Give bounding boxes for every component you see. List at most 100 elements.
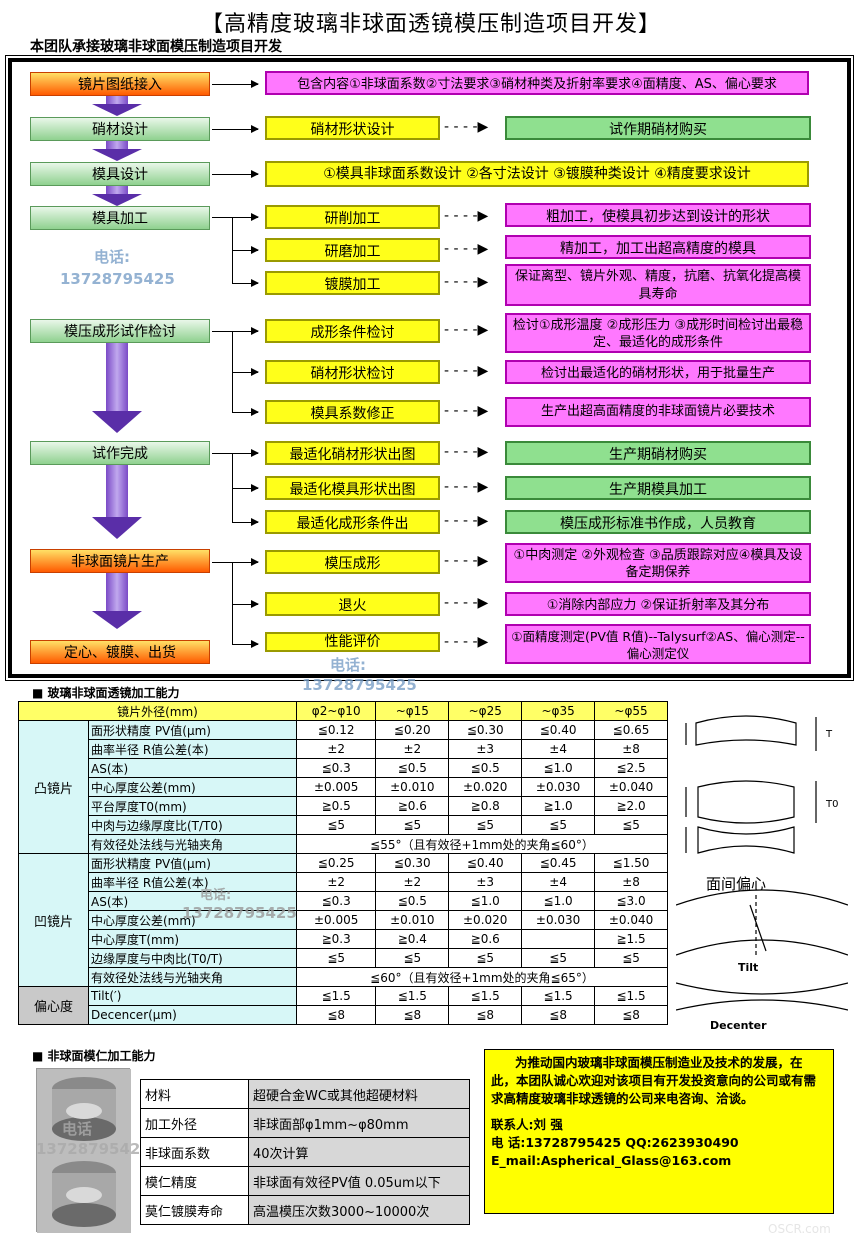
mold-value: 超硬合金WC或其他超硬材料 xyxy=(248,1079,470,1109)
mold-value: 高温模压次数3000~10000次 xyxy=(248,1195,470,1225)
table-row: 中肉与边缘厚度比(T/T0)≦5≦5≦5≦5≦5 xyxy=(19,815,668,835)
flowchart-layer: 镜片图纸接入 硝材设计 模具设计 模具加工 模压成形试作检讨 试作完成 非球面镜… xyxy=(30,71,811,664)
row3-mid-2: 研磨加工 xyxy=(265,238,440,262)
watermark-label: 电话: xyxy=(94,248,130,266)
table-cell: ≦0.40 xyxy=(448,853,523,873)
table-cell: ≦0.20 xyxy=(375,720,450,740)
table-cell: ≦5 xyxy=(521,948,596,968)
watermark-label: 电话 xyxy=(62,1120,93,1138)
row-label: 面形状精度 PV值(μm) xyxy=(88,720,297,740)
table-cell: ≦1.0 xyxy=(448,891,523,911)
row-label: 中心厚度公差(mm) xyxy=(88,777,297,797)
row-label: 平台厚度T0(mm) xyxy=(88,796,297,816)
down-arrow xyxy=(92,573,142,629)
lens-shape-3 xyxy=(697,826,795,854)
table-cell: ≦0.30 xyxy=(448,720,523,740)
diagram-label-tilt: Tilt xyxy=(738,961,758,974)
arrow-right xyxy=(232,518,259,526)
row4-mid-1: 成形条件检讨 xyxy=(265,319,440,343)
table-cell xyxy=(521,929,596,949)
mold-table: 材料超硬合金WC或其他超硬材料 加工外径非球面部φ1mm~φ80mm 非球面系数… xyxy=(140,1079,470,1225)
row-label: 中心厚度公差(mm) xyxy=(88,910,297,930)
row6-right-1: ①中肉测定 ②外观检查 ③品质跟踪对应④模具及设备定期保养 xyxy=(505,543,811,583)
dashed-arrow: - - - -▶ xyxy=(444,322,489,338)
dashed-arrow: - - - -▶ xyxy=(444,513,489,529)
table-cell: ≦1.50 xyxy=(594,853,668,873)
capability-table: 镜片外径(mm) φ2~φ10 ~φ15 ~φ25 ~φ35 ~φ55 凸镜片 … xyxy=(18,701,668,1025)
table-cell: ±0.005 xyxy=(295,910,377,930)
table-cell: ≦0.65 xyxy=(594,720,668,740)
table-cell: ±0.010 xyxy=(375,777,450,797)
table-cell: ≦1.5 xyxy=(295,986,377,1006)
row5-right-3: 模压成形标准书作成，人员教育 xyxy=(505,510,811,534)
step-glass-design: 硝材设计 xyxy=(30,117,210,141)
diagram-label-surface-decenter: 面间偏心 xyxy=(706,875,766,893)
table-cell: ≦60°（且有效径+1mm处的夹角≦65°） xyxy=(296,967,668,987)
table-cell: ≦1.5 xyxy=(594,986,668,1006)
table-row: 有效径处法线与光轴夹角≦60°（且有效径+1mm处的夹角≦65°） xyxy=(19,967,668,987)
table-row: 中心厚度公差(mm)±0.005±0.010±0.020±0.030±0.040 xyxy=(19,910,668,930)
table-row: 有效径处法线与光轴夹角≦55°（且有效径+1mm处的夹角≦60°） xyxy=(19,834,668,854)
table-cell: ±0.040 xyxy=(594,777,668,797)
table-cell: ≦2.5 xyxy=(594,758,668,778)
arrow-right xyxy=(232,408,259,416)
mold-key: 莫仁镀膜寿命 xyxy=(140,1195,249,1225)
group-concave: 凹镜片 xyxy=(18,853,89,987)
row4-right-1: 检讨①成形温度 ②成形压力 ③成形时间检讨出最稳定、最适化的成形条件 xyxy=(505,313,811,353)
mold-value: 40次计算 xyxy=(248,1137,470,1167)
table-cell: ±0.020 xyxy=(448,910,523,930)
table-cell: ±0.020 xyxy=(448,777,523,797)
row5-right-1: 生产期硝材购买 xyxy=(505,441,811,465)
lens-diagrams: T T0 面间偏心 Tilt Decenter xyxy=(675,705,849,1035)
table-cell: ≦1.5 xyxy=(521,986,596,1006)
table-cell: ≦8 xyxy=(448,1005,523,1025)
row-label: 有效径处法线与光轴夹角 xyxy=(88,834,297,854)
row4-mid-2: 硝材形状检讨 xyxy=(265,360,440,384)
table-cell: ≦5 xyxy=(295,815,377,835)
row-label: 曲率半径 R值公差(本) xyxy=(88,739,297,759)
table-cell: ≦5 xyxy=(375,948,450,968)
process-flowchart xyxy=(5,55,854,681)
row2-content: ①模具非球面系数设计 ②各寸法设计 ③镀膜种类设计 ④精度要求设计 xyxy=(265,161,809,187)
row-label: 边缘厚度与中肉比(T0/T) xyxy=(88,948,297,968)
table-cell: ±8 xyxy=(594,872,668,892)
arrow-right xyxy=(232,600,259,608)
table-row: 曲率半径 R值公差(本)±2±2±3±4±8 xyxy=(19,739,668,759)
table-row: 凹镜片 面形状精度 PV值(μm) ≦0.25≦0.30≦0.40≦0.45≦1… xyxy=(18,853,668,987)
table-row: 平台厚度T0(mm)≧0.5≧0.6≧0.8≧1.0≧2.0 xyxy=(19,796,668,816)
table-cell: ≦5 xyxy=(295,948,377,968)
table-row: 模仁精度非球面有效径PV值 0.05um以下 xyxy=(140,1166,470,1196)
table-cell: ±2 xyxy=(375,739,450,759)
table-cell: ±4 xyxy=(521,872,596,892)
table-cell: ≧0.3 xyxy=(295,929,377,949)
dashed-arrow: - - - -▶ xyxy=(444,553,489,569)
table-cell: ≦5 xyxy=(521,815,596,835)
row-label: 有效径处法线与光轴夹角 xyxy=(88,967,297,987)
table-cell: ±4 xyxy=(521,739,596,759)
surface-curve xyxy=(675,982,849,995)
row6-mid-3: 性能评价 xyxy=(265,632,440,652)
contact-box: 为推动国内玻璃非球面模压制造业及技术的发展，在此，本团队诚心欢迎对该项目有开发投… xyxy=(484,1049,834,1214)
tilt-line xyxy=(749,904,767,952)
step-trial-review: 模压成形试作检讨 xyxy=(30,319,210,343)
table-cell: ≧0.5 xyxy=(295,796,377,816)
table-row: 边缘厚度与中肉比(T0/T)≦5≦5≦5≦5≦5 xyxy=(19,948,668,968)
row3-mid-1: 研削加工 xyxy=(265,205,440,229)
arrow-right xyxy=(232,640,259,648)
dashed-arrow: - - - -▶ xyxy=(444,208,489,224)
table-row: 曲率半径 R值公差(本)±2±2±3±4±8 xyxy=(19,872,668,892)
step-drawing-intake: 镜片图纸接入 xyxy=(30,72,210,96)
table-cell: ≦5 xyxy=(448,948,523,968)
row4-mid-3: 模具系数修正 xyxy=(265,400,440,424)
table-cell: ≧0.6 xyxy=(375,796,450,816)
table-cell: ≦1.0 xyxy=(521,891,596,911)
capability-title: ■ 玻璃非球面透镜加工能力 xyxy=(32,686,180,700)
watermark-label: 电话: xyxy=(330,656,366,674)
table-cell: ≦1.5 xyxy=(448,986,523,1006)
connector xyxy=(232,562,233,644)
table-cell: ≦1.5 xyxy=(375,986,450,1006)
header-cell: ~φ35 xyxy=(521,701,596,721)
table-cell: ±3 xyxy=(448,872,523,892)
dashed-arrow: - - - -▶ xyxy=(444,119,489,135)
table-cell: ≦0.45 xyxy=(521,853,596,873)
